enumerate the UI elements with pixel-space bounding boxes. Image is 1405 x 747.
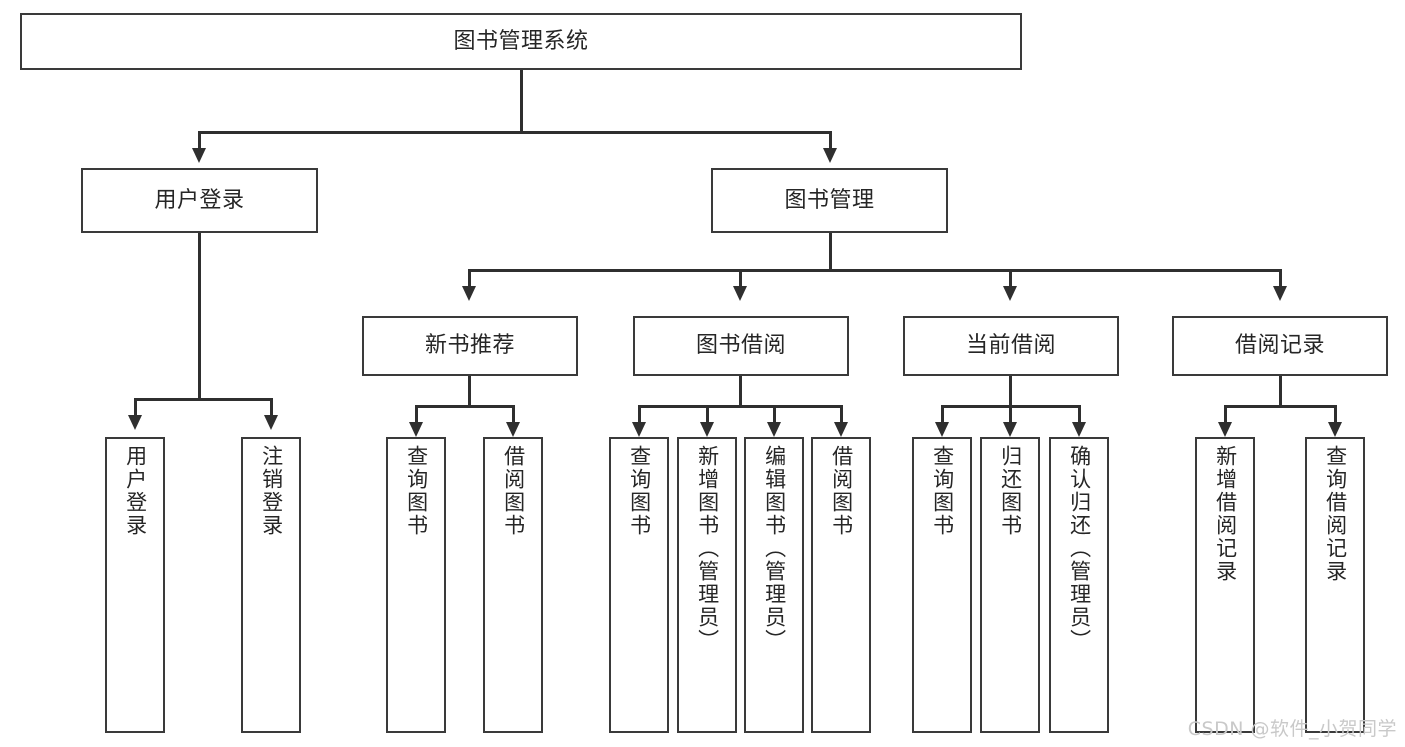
arrow-to-book-manage <box>823 148 837 163</box>
arrow-user-login-leaf2 <box>264 415 278 430</box>
arrow-borrow-record-leaf1 <box>1218 422 1232 437</box>
edge-current-borrow-leaf1 <box>941 405 944 423</box>
node-user-login[interactable]: 用户登录 <box>81 168 318 233</box>
leaf-query-book-1-label: 查询图书 <box>404 445 429 537</box>
node-user-login-label: 用户登录 <box>154 187 245 213</box>
leaf-user-login-label: 用户登录 <box>123 445 148 537</box>
leaf-edit-book-label: 编辑图书（管理员） <box>762 445 787 652</box>
edge-book-borrow-leaf1 <box>638 405 641 423</box>
arrow-book-borrow-leaf4 <box>834 422 848 437</box>
node-book-borrow[interactable]: 图书借阅 <box>633 316 849 376</box>
edge-book-borrow-down <box>739 376 742 407</box>
arrow-book-borrow-leaf3 <box>767 422 781 437</box>
edge-to-user-login <box>198 131 201 149</box>
node-new-book-recommend-label: 新书推荐 <box>424 333 515 359</box>
leaf-confirm-return[interactable]: 确认归还（管理员） <box>1049 437 1109 733</box>
leaf-query-book-1[interactable]: 查询图书 <box>386 437 446 733</box>
leaf-query-record[interactable]: 查询借阅记录 <box>1305 437 1365 733</box>
arrow-to-book-borrow <box>733 286 747 301</box>
edge-root-down <box>520 70 523 133</box>
arrow-current-borrow-leaf1 <box>935 422 949 437</box>
leaf-borrow-book-1-label: 借阅图书 <box>501 445 526 537</box>
leaf-user-login[interactable]: 用户登录 <box>105 437 165 733</box>
leaf-add-record-label: 新增借阅记录 <box>1213 445 1238 583</box>
edge-book-borrow-leaf3 <box>773 405 776 423</box>
leaf-user-logout-label: 注销登录 <box>259 445 284 537</box>
edge-to-book-borrow <box>739 269 742 287</box>
leaf-add-record[interactable]: 新增借阅记录 <box>1195 437 1255 733</box>
edge-borrow-record-leaf1 <box>1224 405 1227 423</box>
leaf-borrow-book-2-label: 借阅图书 <box>829 445 854 537</box>
node-current-borrow[interactable]: 当前借阅 <box>903 316 1119 376</box>
edge-borrow-record-bus <box>1224 405 1336 408</box>
edge-current-borrow-leaf2 <box>1009 405 1012 423</box>
node-root-label: 图书管理系统 <box>453 28 589 54</box>
edge-new-book-leaf1 <box>415 405 418 423</box>
edge-to-new-book <box>468 269 471 287</box>
node-current-borrow-label: 当前借阅 <box>965 333 1056 359</box>
node-book-manage-label: 图书管理 <box>784 187 875 213</box>
edge-new-book-leaf2 <box>512 405 515 423</box>
leaf-add-book-label: 新增图书（管理员） <box>695 445 720 652</box>
arrow-user-login-leaf1 <box>128 415 142 430</box>
edge-book-borrow-leaf2 <box>706 405 709 423</box>
leaf-query-record-label: 查询借阅记录 <box>1323 445 1348 583</box>
edge-level3-bus <box>468 269 1282 272</box>
arrow-borrow-record-leaf2 <box>1328 422 1342 437</box>
leaf-query-book-3-label: 查询图书 <box>930 445 955 537</box>
arrow-book-borrow-leaf1 <box>632 422 646 437</box>
edge-current-borrow-leaf3 <box>1078 405 1081 423</box>
edge-to-current-borrow <box>1009 269 1012 287</box>
edge-user-login-leaf1 <box>134 398 137 416</box>
edge-to-book-manage <box>829 131 832 149</box>
node-new-book-recommend[interactable]: 新书推荐 <box>362 316 578 376</box>
leaf-borrow-book-1[interactable]: 借阅图书 <box>483 437 543 733</box>
edge-borrow-record-down <box>1279 376 1282 407</box>
edge-new-book-down <box>468 376 471 407</box>
arrow-to-borrow-record <box>1273 286 1287 301</box>
leaf-edit-book[interactable]: 编辑图书（管理员） <box>744 437 804 733</box>
edge-book-manage-down <box>829 233 832 271</box>
arrow-current-borrow-leaf2 <box>1003 422 1017 437</box>
edge-new-book-bus <box>415 405 514 408</box>
arrow-to-user-login <box>192 148 206 163</box>
leaf-query-book-2-label: 查询图书 <box>627 445 652 537</box>
leaf-user-logout[interactable]: 注销登录 <box>241 437 301 733</box>
edge-to-borrow-record <box>1279 269 1282 287</box>
edge-user-login-leaf2 <box>270 398 273 416</box>
leaf-return-book-label: 归还图书 <box>998 445 1023 537</box>
arrow-new-book-leaf2 <box>506 422 520 437</box>
edge-user-login-down <box>198 233 201 400</box>
leaf-add-book[interactable]: 新增图书（管理员） <box>677 437 737 733</box>
node-borrow-record-label: 借阅记录 <box>1234 333 1325 359</box>
arrow-to-new-book <box>462 286 476 301</box>
leaf-return-book[interactable]: 归还图书 <box>980 437 1040 733</box>
leaf-confirm-return-label: 确认归还（管理员） <box>1067 445 1092 652</box>
watermark: CSDN @软件_小贺同学 <box>1187 718 1397 740</box>
node-root[interactable]: 图书管理系统 <box>20 13 1022 70</box>
arrow-to-current-borrow <box>1003 286 1017 301</box>
edge-level2-bus <box>198 131 832 134</box>
leaf-query-book-2[interactable]: 查询图书 <box>609 437 669 733</box>
node-book-manage[interactable]: 图书管理 <box>711 168 948 233</box>
leaf-query-book-3[interactable]: 查询图书 <box>912 437 972 733</box>
node-book-borrow-label: 图书借阅 <box>695 333 786 359</box>
arrow-current-borrow-leaf3 <box>1072 422 1086 437</box>
edge-user-login-bus <box>134 398 272 401</box>
arrow-new-book-leaf1 <box>409 422 423 437</box>
leaf-borrow-book-2[interactable]: 借阅图书 <box>811 437 871 733</box>
edge-book-borrow-bus <box>638 405 842 408</box>
edge-book-borrow-leaf4 <box>840 405 843 423</box>
node-borrow-record[interactable]: 借阅记录 <box>1172 316 1388 376</box>
arrow-book-borrow-leaf2 <box>700 422 714 437</box>
edge-current-borrow-down <box>1009 376 1012 407</box>
edge-borrow-record-leaf2 <box>1334 405 1337 423</box>
